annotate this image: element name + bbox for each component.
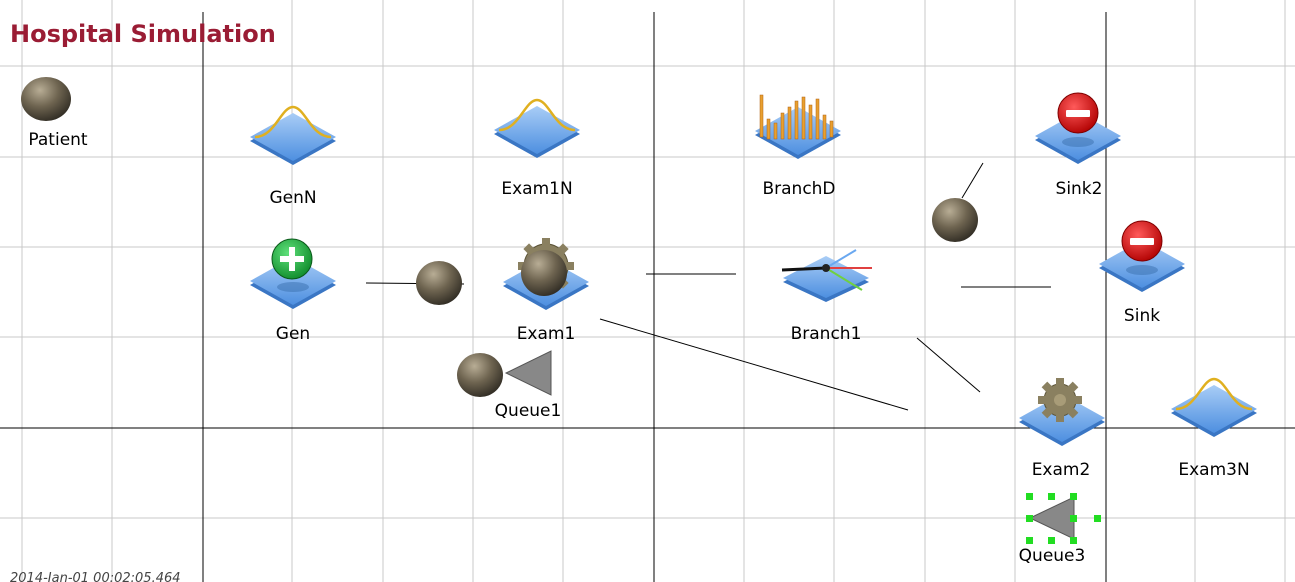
exam3-n-label: Exam3N — [1178, 460, 1250, 480]
sink-object[interactable] — [1098, 220, 1186, 294]
patient-label: Patient — [28, 130, 88, 150]
entity-sink-icon — [1099, 220, 1185, 292]
sink2-label: Sink2 — [1055, 179, 1103, 199]
branch1-label: Branch1 — [790, 324, 862, 344]
branch-icon — [781, 249, 872, 302]
page-title: Hospital Simulation — [10, 20, 276, 48]
sink2-object[interactable] — [1034, 92, 1122, 166]
exam2-label: Exam2 — [1031, 460, 1091, 480]
entity-sink-icon — [1035, 92, 1121, 164]
branch-d-label: BranchD — [762, 179, 836, 199]
exam1-label: Exam1 — [516, 324, 576, 344]
normal-distribution-icon — [1171, 377, 1257, 437]
gen-label: Gen — [275, 324, 311, 344]
sink-label: Sink — [1123, 306, 1161, 326]
normal-distribution-icon — [494, 98, 580, 158]
queue1-object[interactable] — [504, 350, 553, 396]
exam1-n-label: Exam1N — [501, 179, 573, 199]
entity-ball-icon — [932, 198, 978, 242]
entity-ball-icon — [457, 353, 503, 397]
entity-ball[interactable] — [520, 250, 568, 297]
gen-n-distribution[interactable] — [249, 105, 337, 167]
entity-ball[interactable] — [415, 260, 463, 306]
simulation-clock: 2014-Jan-01 00:02:05.464 — [10, 571, 181, 582]
gen-n-label: GenN — [269, 188, 317, 208]
entity-generator-icon — [250, 238, 336, 309]
exam2-server[interactable] — [1018, 376, 1106, 448]
discrete-distribution-icon — [755, 94, 841, 159]
branch-d-distribution[interactable] — [754, 93, 842, 161]
branch1-object[interactable] — [780, 246, 874, 304]
entity-ball-icon — [416, 261, 462, 305]
entity-ball-icon — [521, 250, 567, 296]
entity-ball[interactable] — [931, 197, 979, 243]
normal-distribution-icon — [250, 105, 336, 165]
patient-entity[interactable] — [20, 76, 72, 122]
queue-triangle-icon — [1026, 493, 1101, 544]
queue1-label: Queue1 — [494, 401, 562, 421]
gen-object[interactable] — [249, 238, 337, 311]
queue3-label: Queue3 — [1018, 546, 1086, 566]
queue3-object[interactable] — [1024, 491, 1104, 545]
server-gear-icon — [1019, 378, 1105, 446]
exam3-n-distribution[interactable] — [1170, 377, 1258, 439]
entity-ball-icon — [21, 77, 71, 121]
entity-ball[interactable] — [456, 352, 504, 398]
exam1-n-distribution[interactable] — [493, 98, 581, 160]
queue-triangle-icon — [504, 350, 552, 396]
